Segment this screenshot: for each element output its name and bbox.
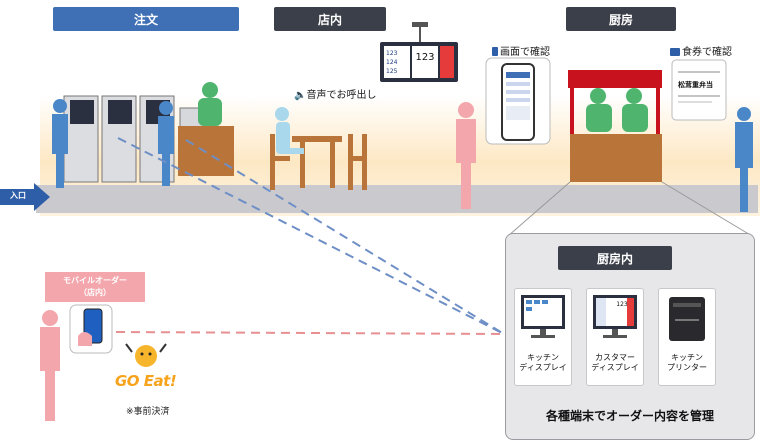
- instore-header: 店内: [274, 7, 386, 31]
- ticket-title: 松茸重弁当: [678, 81, 713, 89]
- ticket-card: [671, 59, 727, 121]
- board-rows: 123 124 125: [386, 49, 397, 76]
- device-label-line1: キッチン: [671, 353, 703, 362]
- entrance-label: 入口: [10, 191, 26, 200]
- kitchen-staff: [586, 88, 648, 132]
- device-label-line1: キッチン: [527, 353, 559, 362]
- device-card-kitchen-printer: キッチン プリンター: [658, 288, 716, 386]
- customer-display-icon: [593, 295, 637, 338]
- customer-kiosk-2: [158, 101, 174, 186]
- device-label: キッチン プリンター: [659, 353, 715, 373]
- mobile-customer: [40, 310, 60, 421]
- staff-order: [198, 82, 222, 126]
- board-row: 123: [386, 50, 398, 57]
- screen-confirm-text: 画面で確認: [500, 47, 550, 58]
- device-card-customer-display: カスタマー ディスプレイ: [586, 288, 644, 386]
- customer-display-number: 123: [616, 301, 628, 308]
- board-row: 124: [386, 59, 398, 66]
- order-counter: [178, 126, 234, 176]
- printer-icon: [669, 297, 705, 341]
- entrance-arrow: [0, 183, 50, 211]
- kitchen-header: 厨房: [566, 7, 676, 31]
- ticket-confirm-text: 食券で確認: [682, 47, 732, 58]
- seated-customer: [275, 107, 304, 154]
- phone-icon: [492, 47, 498, 56]
- board-number: 123: [415, 52, 435, 63]
- voice-call-text: 音声でお呼出し: [306, 90, 377, 101]
- kiosk-connector-2: [185, 139, 505, 335]
- ticket-icon: [670, 48, 680, 56]
- kitchen-booth: [568, 70, 662, 182]
- device-label-line2: プリンター: [667, 363, 707, 372]
- device-label-line1: カスタマー: [595, 353, 635, 362]
- board-row: 125: [386, 68, 398, 75]
- device-card-kitchen-display: キッチン ディスプレイ: [514, 288, 572, 386]
- kitchen-inner-header: 厨房内: [558, 246, 672, 270]
- order-header: 注文: [53, 7, 239, 31]
- device-label-line2: ディスプレイ: [519, 363, 567, 372]
- kiosk-connector-1: [117, 137, 505, 335]
- screen-confirm-label: 画面で確認: [492, 43, 550, 58]
- prepay-note: ※事前決済: [126, 407, 170, 417]
- kitchen-display-icon: [521, 295, 565, 338]
- ticket-confirm-label: 食券で確認: [670, 43, 732, 58]
- device-label: カスタマー ディスプレイ: [587, 353, 643, 373]
- customer-pickup: [735, 107, 753, 212]
- funnel-right: [661, 181, 753, 237]
- manage-caption: 各種端末でオーダー内容を管理: [545, 409, 714, 423]
- funnel-left: [507, 181, 571, 237]
- device-label: キッチン ディスプレイ: [515, 353, 571, 373]
- dining-table: [270, 134, 367, 190]
- go-eat-logo: GO Eat!: [115, 372, 177, 390]
- customer-kiosk-1: [52, 99, 68, 188]
- go-eat-mascot: [125, 343, 167, 367]
- speaker-icon: 🔈: [294, 90, 307, 101]
- waiting-customer: [456, 102, 476, 209]
- mobile-order-line2: （店内）: [79, 288, 111, 297]
- device-label-line2: ディスプレイ: [591, 363, 639, 372]
- mobile-order-line1: モバイルオーダー: [63, 276, 127, 285]
- mobile-connector: [115, 331, 505, 335]
- mobile-order-badge: モバイルオーダー （店内）: [45, 272, 145, 302]
- voice-call-label: 🔈音声でお呼出し: [294, 86, 376, 101]
- floor-base: [36, 185, 758, 213]
